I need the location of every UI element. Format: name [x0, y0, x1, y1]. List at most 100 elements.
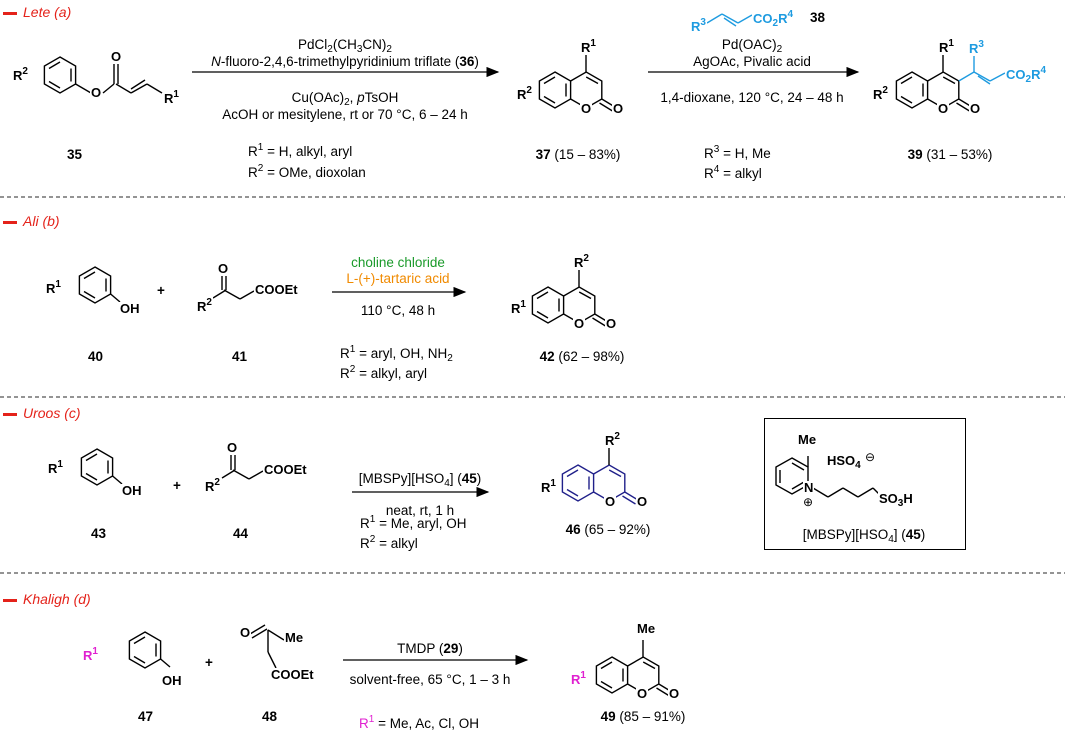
atom-label: O [636, 494, 649, 509]
atom-label: O [90, 85, 103, 100]
atom-label: R2 [573, 252, 590, 270]
reagent: PdCl2(CH3CN)2 [298, 37, 392, 55]
atom-label: O [573, 316, 586, 331]
header-bar-icon [3, 220, 17, 224]
compound-38: 38 [810, 10, 826, 25]
substituent: R2 = alkyl [360, 534, 418, 551]
atom-label: CO2R4 [1005, 64, 1048, 87]
conditions: neat, rt, 1 h [385, 503, 455, 518]
atom-label: R2 [516, 84, 533, 102]
header-bar-icon [3, 412, 17, 416]
atom-label: HSO4 [826, 453, 862, 473]
catalyst-tartaric: L-(+)-tartaric acid [346, 271, 450, 286]
product-39: 39 (31 – 53%) [907, 147, 993, 162]
section-header-a: Lete (a) [3, 4, 71, 20]
compound-43: 43 [91, 526, 107, 541]
section-header-b: Ali (b) [3, 213, 60, 229]
ionic-liquid-box [764, 418, 966, 550]
atom-label: R2 [604, 430, 621, 448]
atom-label: O [668, 686, 681, 701]
plus-sign: + [157, 283, 165, 298]
atom-label: R1 [45, 278, 62, 296]
atom-label: O [612, 101, 625, 116]
atom-label: O [110, 49, 123, 64]
section-header-c: Uroos (c) [3, 405, 81, 421]
atom-label: OH [119, 301, 141, 316]
atom-label: O [580, 101, 593, 116]
atom-label: OH [121, 483, 143, 498]
atom-label: O [636, 686, 649, 701]
atom-label: R3 [968, 38, 985, 56]
substituent: R4 = alkyl [704, 164, 762, 181]
atom-label: Me [797, 432, 818, 447]
atom-label: R1 [570, 669, 587, 687]
compound-48: 48 [262, 709, 278, 724]
atom-label: R2 [872, 84, 889, 102]
atom-label: O [217, 261, 230, 276]
atom-label: SO3H [878, 491, 914, 511]
substituent: R1 = aryl, OH, NH2 [340, 344, 453, 364]
catalyst-choline: choline chloride [351, 255, 445, 270]
reagent: Pd(OAC)2 [721, 37, 783, 55]
conditions: AcOH or mesitylene, rt or 70 °C, 6 – 24 … [222, 107, 468, 122]
atom-label: R1 [510, 298, 527, 316]
substituent: R2 = alkyl, aryl [340, 364, 427, 381]
atom-label: R1 [580, 37, 597, 55]
conditions: solvent-free, 65 °C, 1 – 3 h [349, 672, 511, 687]
atom-label: R2 [196, 296, 213, 314]
compound-47: 47 [138, 709, 154, 724]
substituent: R2 = OMe, dioxolan [248, 163, 366, 180]
ionic-liquid-label: [MBSPy][HSO4] (45) [802, 527, 926, 545]
atom-label: Me [636, 621, 657, 636]
atom-label: R1 [47, 458, 64, 476]
atom-label: O [239, 625, 252, 640]
reagent: N-fluoro-2,4,6-trimethylpyridinium trifl… [211, 54, 479, 69]
plus-sign: + [173, 478, 181, 493]
conditions: 1,4-dioxane, 120 °C, 24 – 48 h [660, 90, 844, 105]
header-bar-icon [3, 11, 17, 15]
atom-label: CO2R4 [752, 8, 795, 31]
substituent: R3 = H, Me [704, 144, 771, 161]
atom-label: Me [284, 630, 305, 645]
product-46: 46 (65 – 92%) [565, 522, 651, 537]
atom-label: COOEt [263, 462, 308, 477]
compound-35: 35 [67, 147, 83, 162]
plus-sign: + [205, 655, 213, 670]
atom-label: R2 [204, 476, 221, 494]
atom-label: R1 [163, 88, 180, 106]
atom-label: O [226, 440, 239, 455]
substituent: R1 = H, alkyl, aryl [248, 142, 353, 159]
atom-label: R1 [82, 645, 99, 663]
atom-label: COOEt [270, 667, 315, 682]
header-bar-icon [3, 598, 17, 602]
anion-charge-icon: ⊖ [865, 450, 876, 464]
cation-charge-icon: ⊕ [803, 495, 814, 509]
compound-44: 44 [233, 526, 249, 541]
atom-label: R2 [12, 65, 29, 83]
atom-label: COOEt [254, 282, 299, 297]
catalyst: [MBSPy][HSO4] (45) [358, 471, 482, 489]
compound-41: 41 [232, 349, 248, 364]
substituent: R1 = Me, aryl, OH [360, 514, 467, 531]
section-header-d: Khaligh (d) [3, 591, 91, 607]
atom-label: R1 [540, 477, 557, 495]
catalyst: TMDP (29) [397, 641, 463, 656]
substituent: R1 = Me, Ac, Cl, OH [359, 714, 479, 731]
atom-label: OH [161, 673, 183, 688]
atom-label: R3 [690, 16, 707, 34]
product-37: 37 (15 – 83%) [535, 147, 621, 162]
atom-label: N [803, 480, 815, 495]
atom-label: O [937, 101, 950, 116]
product-42: 42 (62 – 98%) [539, 349, 625, 364]
atom-label: O [969, 101, 982, 116]
product-49: 49 (85 – 91%) [600, 709, 686, 724]
conditions: 110 °C, 48 h [360, 303, 436, 318]
atom-label: R1 [938, 37, 955, 55]
atom-label: O [604, 494, 617, 509]
reagent: Cu(OAc)2, pTsOH [291, 90, 399, 108]
atom-label: O [605, 316, 618, 331]
reagent: AgOAc, Pivalic acid [693, 54, 811, 69]
compound-40: 40 [88, 349, 104, 364]
